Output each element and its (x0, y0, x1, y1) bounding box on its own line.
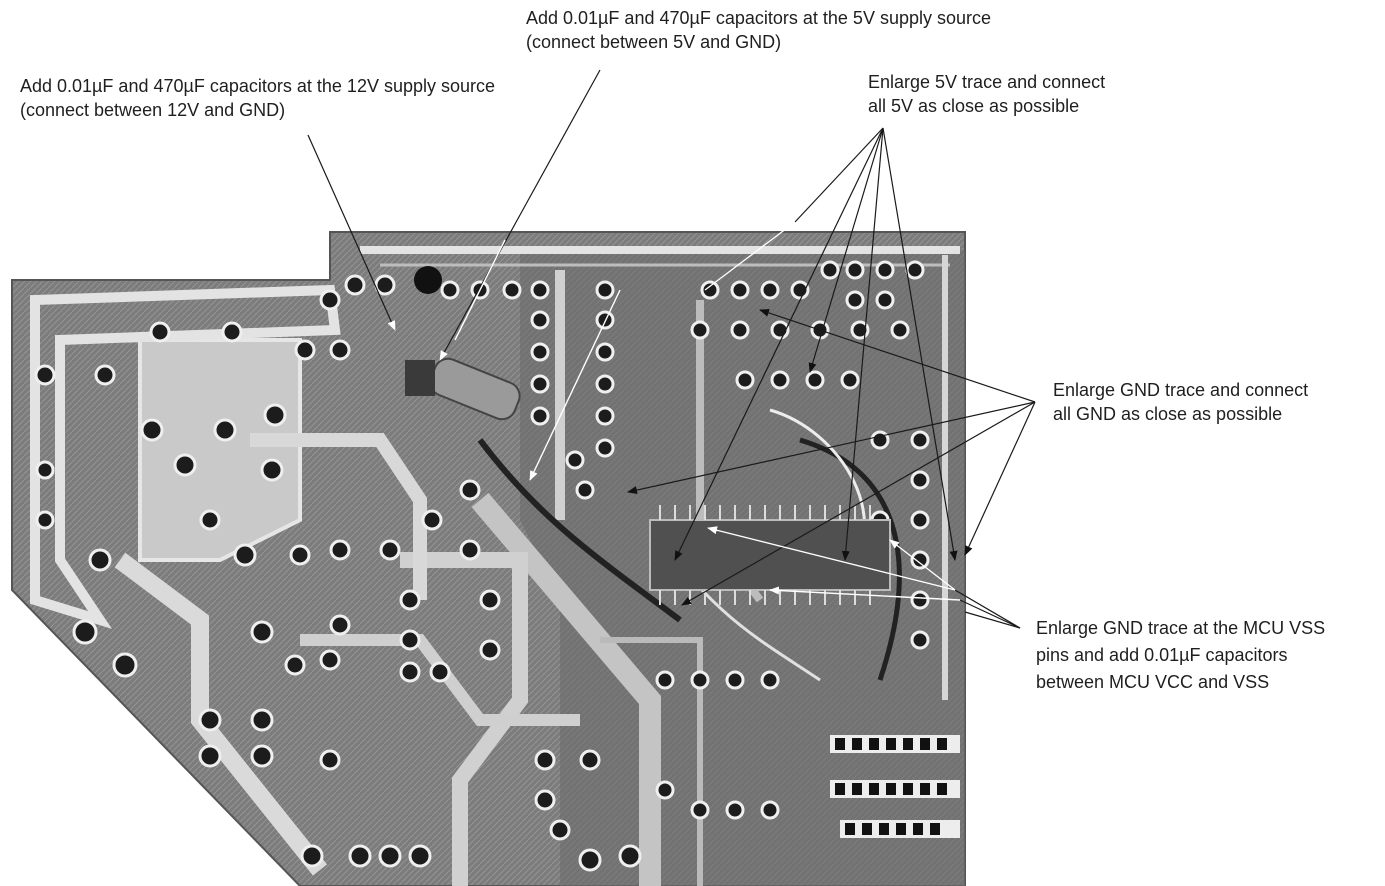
annotation-12v-line1: Add 0.01µF and 470µF capacitors at the 1… (20, 76, 496, 96)
annotation-gnd-line2: all GND as close as possible (1053, 404, 1283, 424)
leader-5v-cap (439, 69, 601, 361)
annotation-5v-capacitors: Add 0.01µF and 470µF capacitors at the 5… (526, 6, 991, 54)
annotation-gnd-line1: Enlarge GND trace and connect (1053, 380, 1309, 400)
leader-gnd-trace (627, 309, 1036, 606)
annotation-gnd-trace: Enlarge GND trace and connect all GND as… (1053, 378, 1308, 426)
leader-5v-trace-light (704, 221, 796, 291)
annotation-mcu-vss: Enlarge GND trace at the MCU VSS pins an… (1036, 615, 1325, 696)
annotation-5v-trace: Enlarge 5V trace and connect all 5V as c… (868, 70, 1105, 118)
pcb-board (11, 231, 966, 886)
annotation-5v-trace-line1: Enlarge 5V trace and connect (868, 72, 1106, 92)
annotation-5v-cap-line1: Add 0.01µF and 470µF capacitors at the 5… (526, 8, 992, 28)
leader-mcu-vss-light (707, 526, 961, 601)
leader-5v-cap-light (454, 239, 621, 481)
annotation-mcu-line1: Enlarge GND trace at the MCU VSS (1036, 618, 1326, 638)
leader-mcu-vss (954, 589, 1021, 629)
annotation-12v-line2: (connect between 12V and GND) (20, 100, 286, 120)
annotation-12v-capacitors: Add 0.01µF and 470µF capacitors at the 1… (20, 74, 495, 122)
annotation-5v-trace-line2: all 5V as close as possible (868, 96, 1080, 116)
annotation-5v-cap-line2: (connect between 5V and GND) (526, 32, 782, 52)
leader-12v-cap (307, 134, 396, 331)
annotation-mcu-line2: pins and add 0.01µF capacitors (1036, 645, 1288, 665)
annotation-mcu-line3: between MCU VCC and VSS (1036, 672, 1270, 692)
